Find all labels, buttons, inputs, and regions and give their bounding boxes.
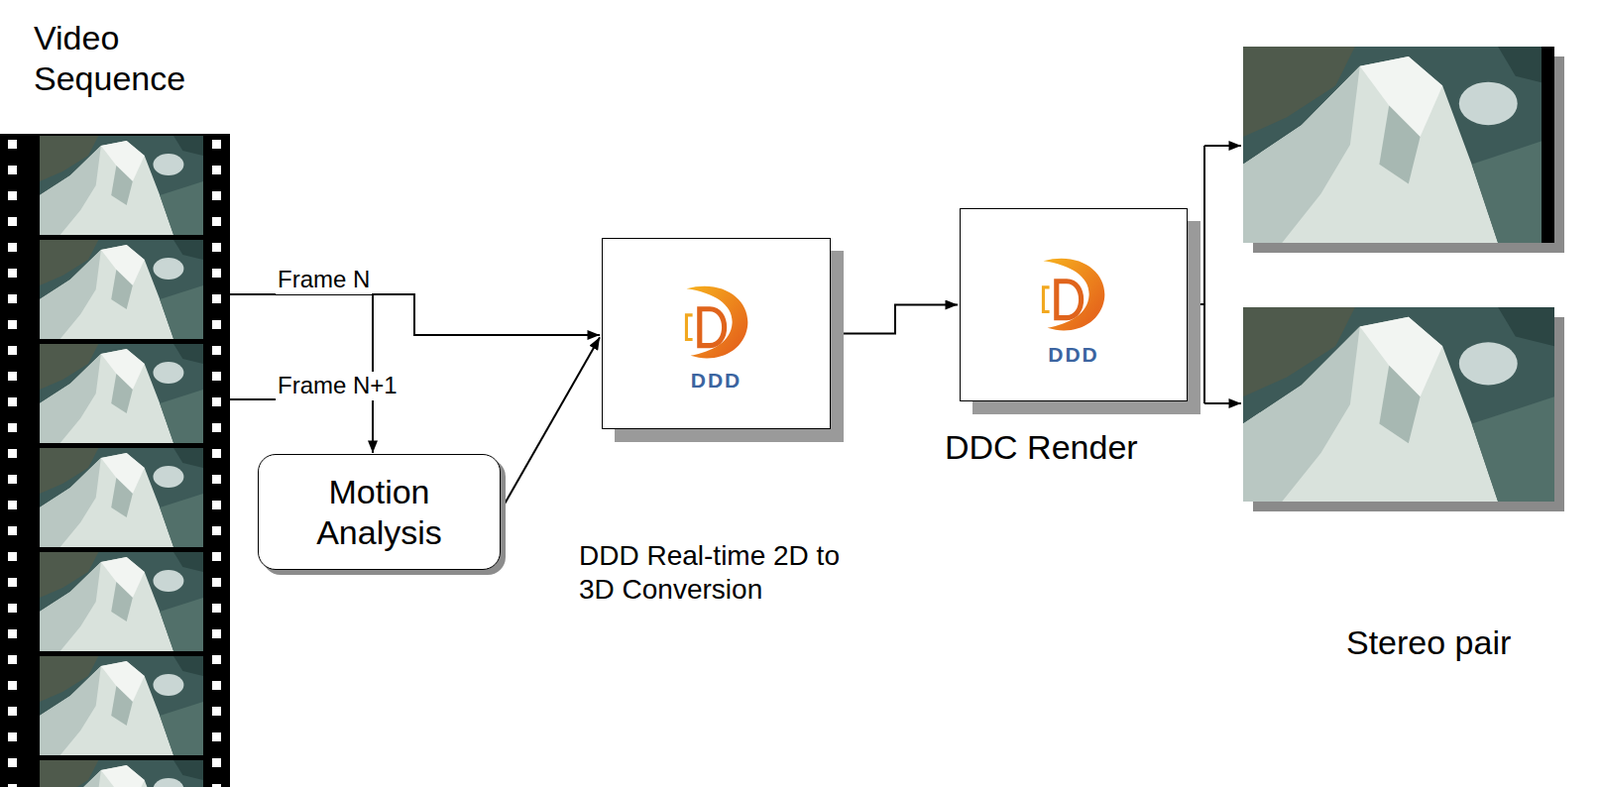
box-label: Motion Analysis [258,465,500,558]
box-caption: DDC Render [944,427,1139,468]
stereo-image-left [1243,46,1565,253]
box-caption: DDD Real-time 2D to 3D Conversion [578,539,872,607]
stereo-image-right [1243,307,1565,512]
output-label: Stereo pair [1346,622,1511,664]
frame-wires [229,145,1242,454]
render-box: DDDDDC Render [959,208,1188,402]
converter-box: DDDDDD Real-time 2D to 3D Conversion [601,237,831,430]
ddd-logo [1025,252,1107,335]
logo-text: DDD [602,369,830,391]
connector-arrow [830,305,958,335]
process-box: Motion Analysis [257,454,501,571]
signal-label: Frame N+1 [275,371,400,401]
ddd-logo [668,280,750,362]
signal-label: Frame N [275,265,372,295]
film-strip [0,133,230,787]
connector-arrow [500,337,600,511]
logo-text: DDD [960,343,1187,365]
figure-label: Video Sequence [33,17,232,100]
